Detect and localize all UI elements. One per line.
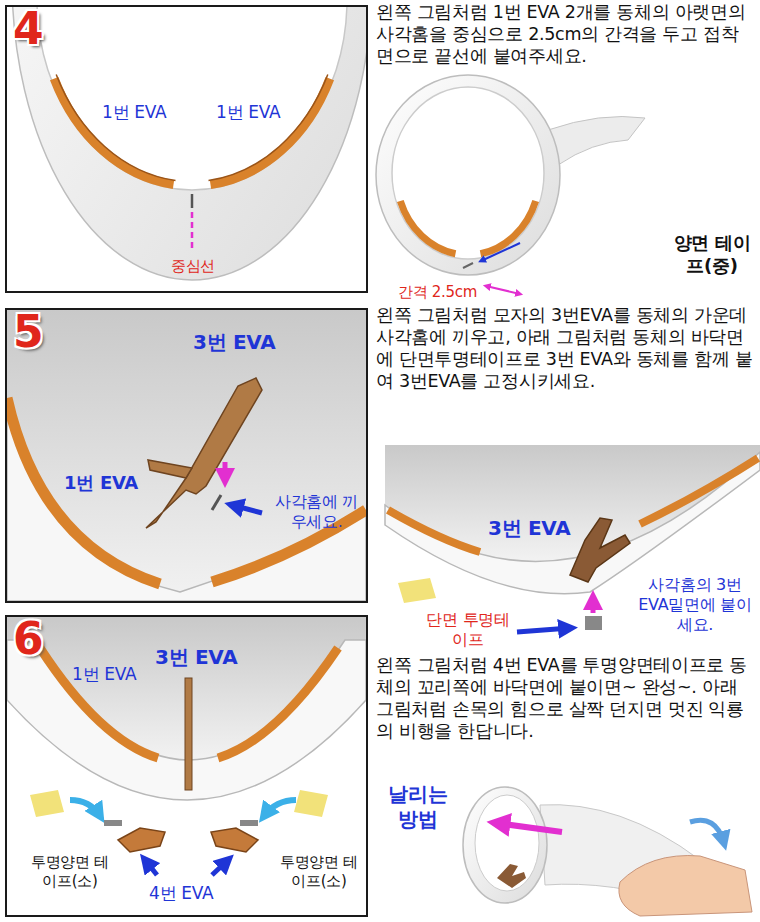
slot <box>463 263 473 268</box>
eva-strip <box>481 201 536 254</box>
instruction-text: 왼쪽 그림처럼 4번 EVA를 투명양면테이프로 동체의 꼬리쪽에 바닥면에 붙… <box>376 655 756 743</box>
eva-strip <box>388 510 480 552</box>
instruction-note: 사각홈의 3번EVA밑면에 붙이세요. <box>635 575 755 635</box>
part-label: 1번 EVA <box>64 472 138 495</box>
step-panel: 6 3번 EVA 1번 EVA 투명양면 테이프(소) 투명양면 테이프(소) 4번 EV… <box>5 615 368 917</box>
ring-tail <box>548 117 645 166</box>
eva-3 <box>497 864 526 888</box>
tape <box>30 790 64 817</box>
pointer-arrow <box>212 860 228 875</box>
move-arrow <box>70 800 100 816</box>
step-number: 5 <box>13 310 43 354</box>
eva-strip <box>54 79 173 185</box>
step-panel: 4 1번 EVA 1번 EVA 중심선 <box>5 5 368 293</box>
tape <box>294 790 328 817</box>
panel-5-art <box>7 310 366 601</box>
eva-3 <box>570 518 630 582</box>
tape <box>398 578 436 603</box>
insert-arrow <box>591 598 596 613</box>
ring-inner <box>392 87 544 259</box>
section-label: 날리는 방법 <box>382 782 454 832</box>
ring-body <box>463 787 547 903</box>
eva-strip <box>40 648 158 758</box>
part-label: 1번 EVA <box>72 664 136 685</box>
step-panel: 5 3번 EVA 1번 EVA 사각홈에 끼우세요. <box>5 308 368 603</box>
tape-piece <box>104 820 122 826</box>
hand <box>619 856 752 916</box>
instruction-note: 사각홈에 끼우세요. <box>269 492 364 532</box>
panel-4-art <box>12 0 372 280</box>
part-label: 4번 EVA <box>149 883 213 904</box>
flight-arrow <box>496 823 562 832</box>
dimension-label: 간격 2.5cm <box>398 283 477 302</box>
step-number: 6 <box>13 617 43 661</box>
center-line <box>191 212 194 248</box>
pointer-arrow <box>232 505 262 513</box>
throw-arrow <box>690 820 724 843</box>
eva-4 <box>211 828 258 852</box>
slot <box>212 495 221 510</box>
eva-3 <box>185 678 192 790</box>
ring-inner <box>475 795 539 891</box>
pointer-arrow <box>481 243 520 261</box>
ring-body <box>376 75 560 275</box>
instruction-text: 왼쪽 그림처럼 모자의 3번EVA를 동체의 가운데 사각홈에 끼우고, 아래 … <box>376 305 756 393</box>
gap-arrow <box>486 286 520 294</box>
eva-strip <box>211 79 330 185</box>
tape-label: 투명양면 테이프(소) <box>25 853 115 891</box>
pointer-arrow <box>517 628 570 632</box>
step-number: 4 <box>13 7 43 51</box>
tape-piece <box>240 820 258 826</box>
ring-band <box>7 405 366 601</box>
eva-strip <box>400 201 455 254</box>
eva-edge <box>209 75 328 181</box>
part-label: 3번 EVA <box>488 516 570 541</box>
eva-4 <box>118 828 165 852</box>
ring-band <box>385 452 760 594</box>
line-label: 중심선 <box>171 257 215 276</box>
ring-interior <box>7 310 366 601</box>
tape-label: 양면 테이프(중) <box>672 232 752 277</box>
slot <box>191 194 194 208</box>
eva-3 <box>148 460 192 478</box>
tape-piece <box>585 616 602 630</box>
ring-inner <box>37 0 347 190</box>
eva-strip <box>212 510 366 582</box>
eva-edge <box>56 75 175 181</box>
part-label: 3번 EVA <box>155 645 237 670</box>
ring-body <box>12 0 372 280</box>
tape-label: 단면 투명테이프 <box>423 610 513 650</box>
eva-3 <box>146 378 262 528</box>
insert-arrow <box>223 462 228 480</box>
eva-strip <box>640 458 758 524</box>
ring-band <box>7 640 366 800</box>
eva-strip <box>7 398 160 584</box>
pointer-arrow <box>145 860 157 875</box>
tape-label: 투명양면 테이프(소) <box>275 853 363 891</box>
panel-6-art <box>7 617 366 875</box>
part-label: 1번 EVA <box>216 102 280 123</box>
part-label: 3번 EVA <box>193 330 275 355</box>
move-arrow <box>264 800 296 816</box>
instruction-text: 왼쪽 그림처럼 1번 EVA 2개를 동체의 아랫면의 사각홈을 중심으로 2.… <box>376 2 756 68</box>
part-label: 1번 EVA <box>102 102 166 123</box>
